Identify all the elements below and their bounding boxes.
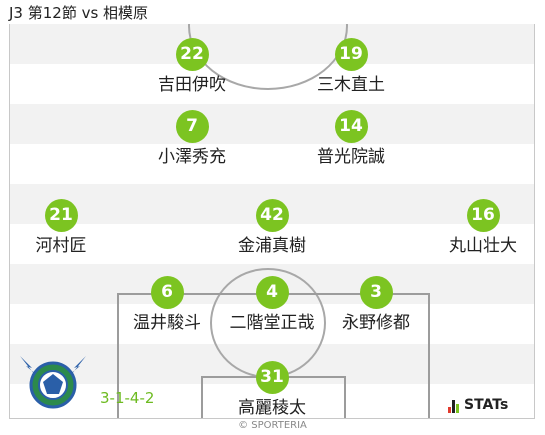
- player-name: 永野修都: [342, 313, 410, 333]
- player-name: 丸山壮大: [449, 236, 517, 256]
- stats-logo: STATs: [448, 397, 508, 413]
- player-name: 三木直土: [317, 75, 385, 95]
- player-card[interactable]: 4 二階堂正哉: [212, 276, 332, 334]
- stats-brand-label: STATs: [464, 397, 509, 413]
- player-number: 14: [334, 110, 368, 143]
- player-card[interactable]: 3 永野修都: [316, 276, 436, 334]
- player-number: 6: [150, 276, 184, 309]
- player-card[interactable]: 42 金浦真樹: [212, 199, 332, 257]
- player-card[interactable]: 19 三木直土: [291, 38, 411, 96]
- player-number: 42: [255, 199, 289, 232]
- player-card[interactable]: 6 温井駿斗: [107, 276, 227, 334]
- player-number: 7: [175, 110, 209, 143]
- player-card[interactable]: 14 普光院誠: [291, 110, 411, 168]
- player-number: 16: [466, 199, 500, 232]
- player-name: 金浦真樹: [238, 236, 306, 256]
- player-card[interactable]: 16 丸山壮大: [423, 199, 543, 257]
- player-number: 4: [255, 276, 289, 309]
- player-name: 小澤秀充: [158, 147, 226, 167]
- player-number: 31: [255, 361, 289, 394]
- player-card[interactable]: 31 高麗稜太: [212, 361, 332, 419]
- player-card[interactable]: 7 小澤秀充: [132, 110, 252, 168]
- copyright-text: © SPORTERIA: [238, 420, 307, 431]
- player-card[interactable]: 21 河村匠: [1, 199, 121, 257]
- player-number: 3: [359, 276, 393, 309]
- player-name: 高麗稜太: [238, 398, 306, 418]
- stats-bars-icon: [448, 400, 459, 413]
- player-name: 河村匠: [35, 236, 87, 256]
- player-name: 二階堂正哉: [229, 313, 315, 333]
- player-number: 21: [44, 199, 78, 232]
- player-number: 22: [175, 38, 209, 71]
- match-title: J3 第12節 vs 相模原: [9, 4, 149, 22]
- player-card[interactable]: 22 吉田伊吹: [132, 38, 252, 96]
- player-name: 吉田伊吹: [158, 75, 226, 95]
- player-name: 温井駿斗: [133, 313, 201, 333]
- formation-label: 3-1-4-2: [100, 389, 155, 407]
- player-number: 19: [334, 38, 368, 71]
- team-crest-icon: [18, 352, 88, 416]
- player-name: 普光院誠: [317, 147, 385, 167]
- pitch-stripe: [10, 104, 534, 144]
